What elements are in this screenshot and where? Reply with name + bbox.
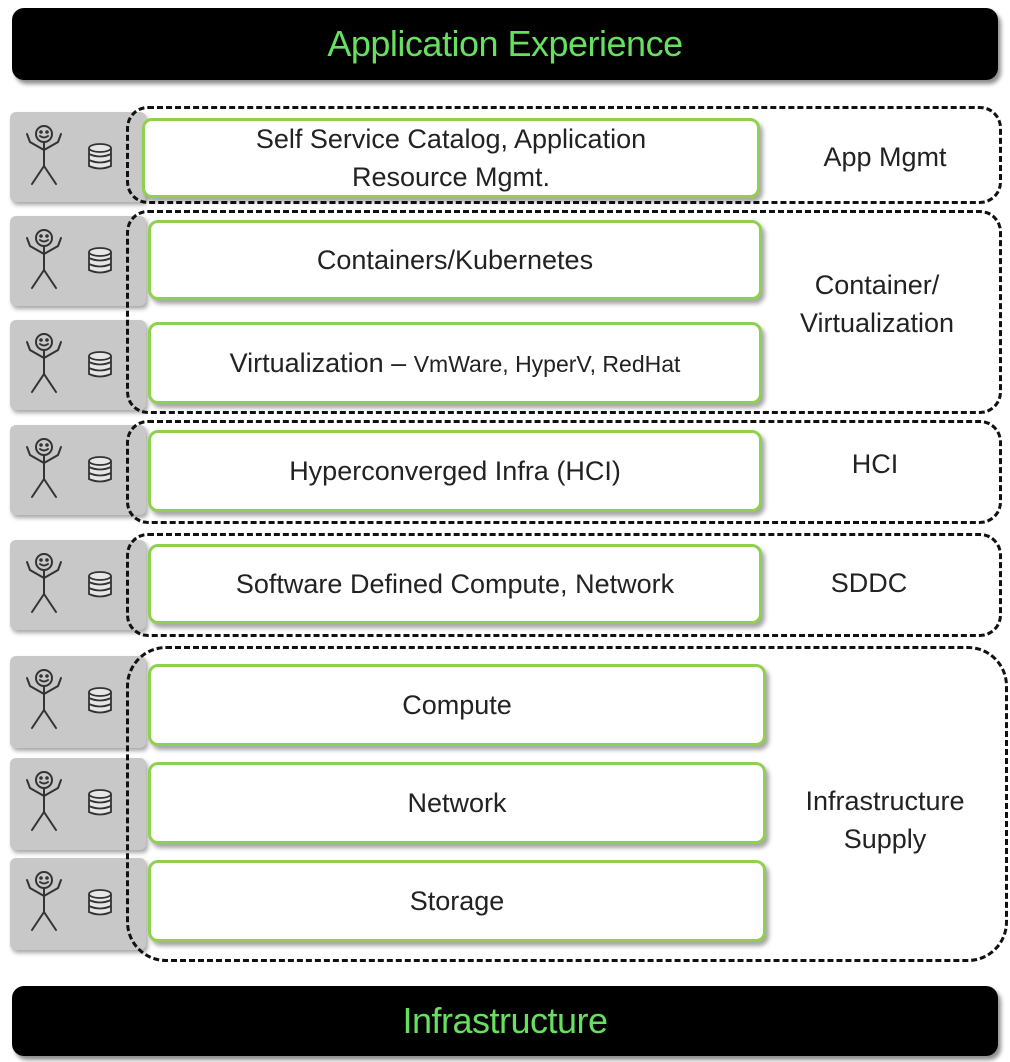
layer-software-defined: Software Defined Compute, Network (148, 544, 762, 624)
database-icon (88, 789, 112, 816)
group-label-infrastructure-supply: Infrastructure Supply (770, 782, 1000, 858)
layer-hyperconverged-infra: Hyperconverged Infra (HCI) (148, 430, 762, 512)
layer-line: Software Defined Compute, Network (235, 569, 675, 599)
layer-line: Containers/Kubernetes (316, 245, 594, 275)
layer-line: Virtualization – VmWare, HyperV, RedHat (230, 344, 681, 383)
database-icon (88, 247, 112, 274)
group-label-app-mgmt: App Mgmt (770, 138, 1000, 176)
row-network (10, 758, 146, 850)
group-label-line: Infrastructure (805, 786, 965, 816)
stick-figure-icon (26, 669, 62, 729)
stick-figure-icon (26, 771, 62, 831)
infrastructure-bar: Infrastructure (12, 986, 998, 1056)
group-label-line: HCI (851, 449, 899, 479)
layer-line: Self Service Catalog, Application (255, 124, 647, 154)
layer-network: Network (148, 762, 766, 844)
row-containers (10, 216, 146, 306)
stick-figure-icon (26, 438, 62, 498)
layer-line: Storage (409, 886, 505, 916)
stick-figure-icon (26, 871, 62, 931)
group-label-hci: HCI (760, 445, 990, 483)
group-label-line: Container/ (814, 270, 940, 300)
group-label-sddc: SDDC (754, 564, 984, 602)
stick-figure-icon (26, 553, 62, 613)
group-label-line: Virtualization (799, 308, 955, 338)
layer-virtualization: Virtualization – VmWare, HyperV, RedHat (148, 322, 762, 404)
database-icon (88, 456, 112, 483)
group-label-line: App Mgmt (823, 142, 947, 172)
group-container-virtualization-box (126, 210, 1002, 414)
stick-figure-icon (26, 333, 62, 393)
row-virtualization (10, 320, 146, 410)
row-sddc (10, 540, 146, 630)
layer-containers-kubernetes: Containers/Kubernetes (148, 220, 762, 300)
database-icon (88, 687, 112, 714)
application-experience-label: Application Experience (327, 23, 683, 64)
group-label-line: Supply (843, 824, 927, 854)
virtualization-main-text: Virtualization – (229, 347, 414, 378)
layer-line: Compute (402, 690, 512, 720)
database-icon (88, 889, 112, 916)
database-icon (88, 571, 112, 598)
group-label-container-virtualization: Container/ Virtualization (762, 266, 992, 342)
infrastructure-label: Infrastructure (402, 1000, 608, 1041)
layer-self-service-catalog: Self Service Catalog, Application Resour… (142, 118, 760, 198)
layer-line: Resource Mgmt. (351, 162, 551, 192)
group-infrastructure-supply-box (126, 646, 1008, 962)
layer-storage: Storage (148, 860, 766, 942)
row-storage (10, 858, 146, 950)
stick-figure-icon (26, 229, 62, 289)
row-compute (10, 656, 146, 748)
group-app-mgmt-box (126, 106, 1002, 204)
layer-line: Network (407, 788, 507, 818)
row-app-mgmt (10, 112, 146, 202)
database-icon (88, 143, 112, 170)
group-sddc-box (126, 533, 1002, 637)
virtualization-detail-text: VmWare, HyperV, RedHat (413, 350, 681, 377)
stick-figure-icon (26, 125, 62, 185)
layer-line: Hyperconverged Infra (HCI) (289, 456, 621, 486)
application-experience-bar: Application Experience (12, 8, 998, 80)
layer-compute: Compute (148, 664, 766, 746)
row-hci (10, 425, 146, 515)
group-hci-box (126, 420, 1002, 524)
database-icon (88, 351, 112, 378)
group-label-line: SDDC (830, 568, 908, 598)
